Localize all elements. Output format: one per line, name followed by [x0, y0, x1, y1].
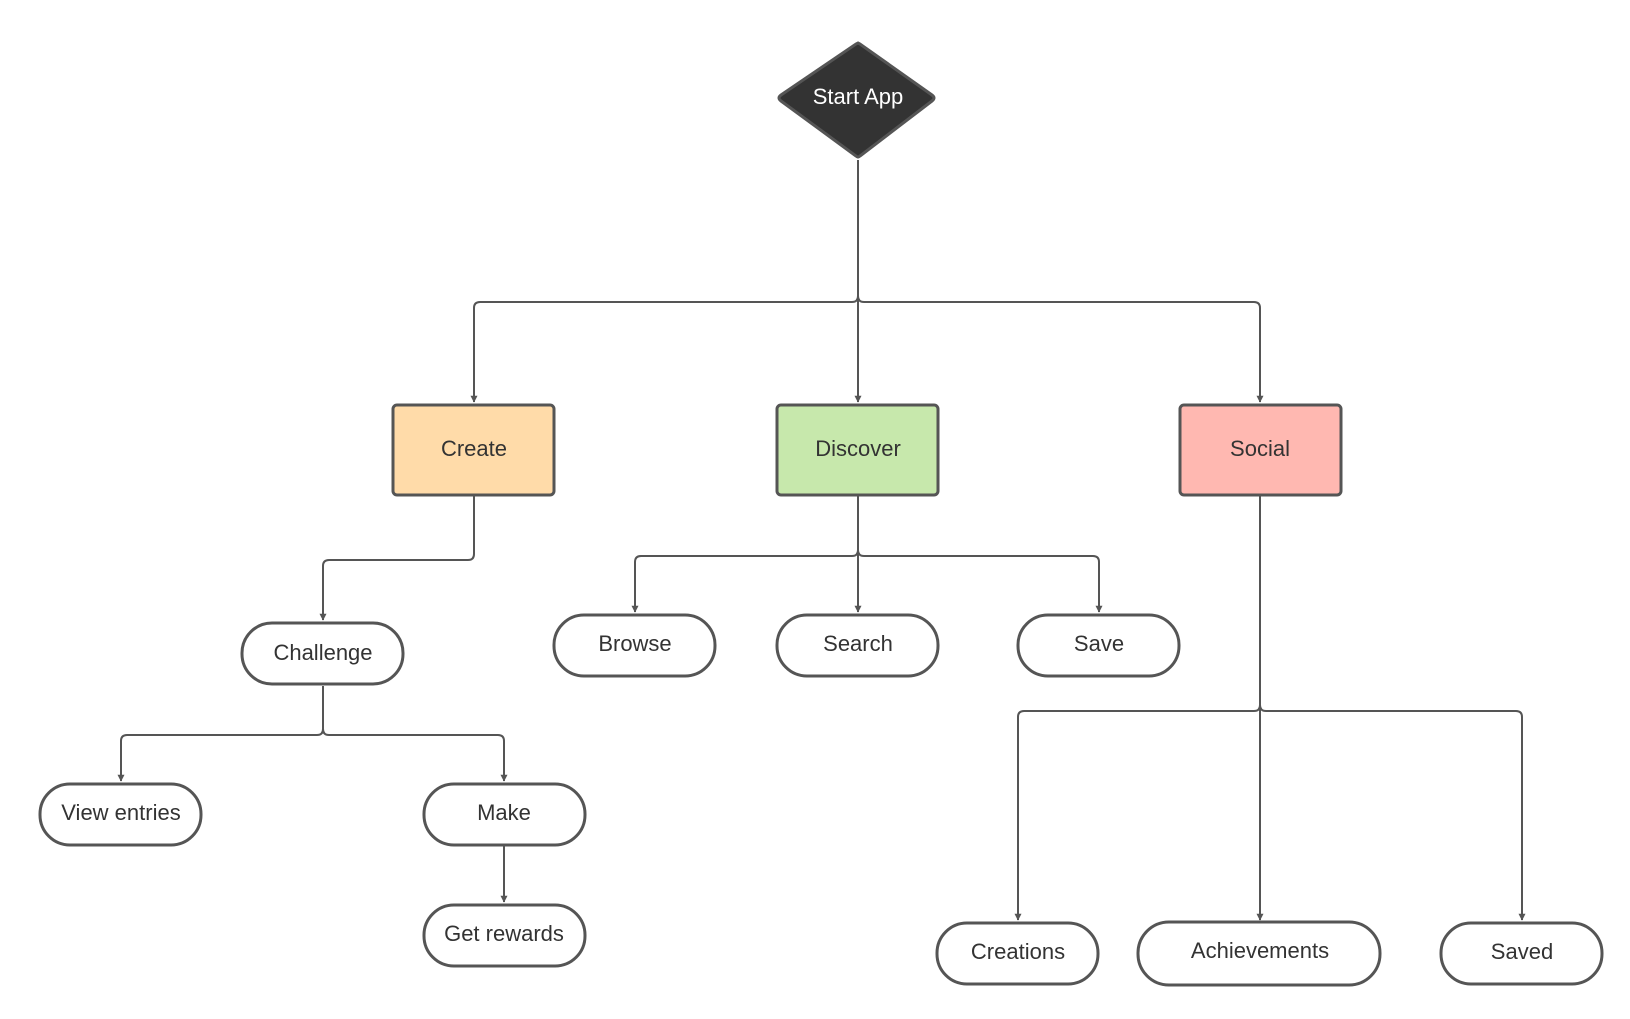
challenge-pill: [240, 621, 405, 686]
node-label-get-rewards: Get rewards: [444, 921, 564, 946]
edge-challenge-to-view-entries: [117, 728, 324, 782]
create-box: [391, 403, 556, 497]
start-diamond: [777, 41, 936, 159]
make-pill: [422, 782, 587, 847]
node-create[interactable]: Create: [391, 403, 556, 497]
node-make[interactable]: Make: [422, 782, 587, 847]
node-discover[interactable]: Discover: [775, 403, 940, 497]
node-label-start-app: Start App: [813, 84, 904, 109]
edge-create-to-challenge: [319, 496, 475, 621]
node-label-creations: Creations: [971, 939, 1065, 964]
node-label-save: Save: [1074, 631, 1124, 656]
node-label-social: Social: [1230, 436, 1290, 461]
connectors: [117, 160, 1526, 921]
node-achievements[interactable]: Achievements: [1136, 920, 1382, 987]
node-social[interactable]: Social: [1178, 403, 1343, 497]
nodes: Start App Create Discover Social Challen…: [38, 41, 1604, 987]
node-label-create: Create: [441, 436, 507, 461]
node-label-achievements: Achievements: [1191, 938, 1329, 963]
node-label-make: Make: [477, 800, 531, 825]
node-challenge[interactable]: Challenge: [240, 621, 405, 686]
node-label-discover: Discover: [815, 436, 901, 461]
edge-discover-to-save: [857, 549, 1103, 613]
node-label-view-entries: View entries: [61, 800, 180, 825]
browse-pill: [552, 613, 717, 678]
creations-pill: [935, 921, 1100, 986]
node-label-browse: Browse: [598, 631, 671, 656]
node-start-app[interactable]: Start App: [777, 41, 936, 159]
node-label-challenge: Challenge: [273, 640, 372, 665]
node-get-rewards[interactable]: Get rewards: [422, 903, 587, 968]
node-label-saved: Saved: [1491, 939, 1553, 964]
achievements-pill: [1136, 920, 1382, 987]
saved-pill: [1439, 921, 1604, 986]
save-pill: [1016, 613, 1181, 678]
node-save[interactable]: Save: [1016, 613, 1181, 678]
node-label-search: Search: [823, 631, 893, 656]
edge-social-to-creations: [1014, 704, 1261, 921]
node-creations[interactable]: Creations: [935, 921, 1100, 986]
edge-social-to-saved: [1259, 704, 1526, 921]
edge-discover-to-browse: [631, 549, 859, 613]
edge-challenge-to-make: [322, 728, 508, 782]
node-saved[interactable]: Saved: [1439, 921, 1604, 986]
discover-box: [775, 403, 940, 497]
node-search[interactable]: Search: [775, 613, 940, 678]
node-view-entries[interactable]: View entries: [38, 782, 203, 847]
search-pill: [775, 613, 940, 678]
view-entries-pill: [38, 782, 203, 847]
edge-start-to-create: [470, 295, 859, 403]
node-browse[interactable]: Browse: [552, 613, 717, 678]
social-box: [1178, 403, 1343, 497]
get-rewards-pill: [422, 903, 587, 968]
edge-start-to-social: [857, 295, 1264, 403]
